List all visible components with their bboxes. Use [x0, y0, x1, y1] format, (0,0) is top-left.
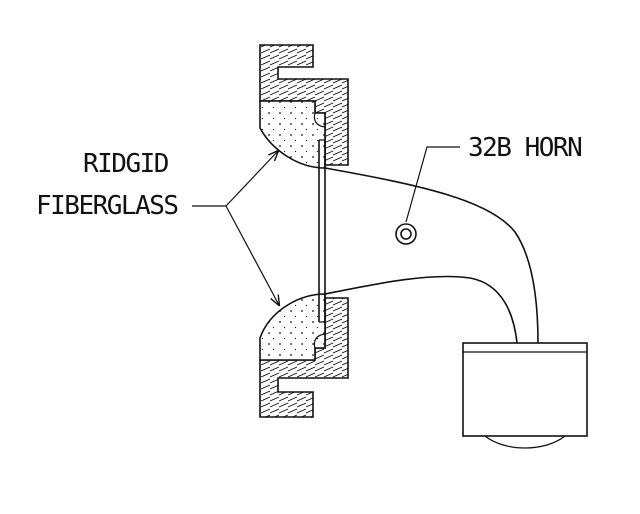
- driver-bottom-arc: [484, 435, 566, 449]
- upper-cushion-corner-arc: [313, 112, 326, 128]
- label-ridgid: RIDGID: [83, 149, 169, 179]
- fiberglass-arrow-lower: [225, 205, 279, 305]
- driver-box: [462, 342, 588, 437]
- horn-lower-flare: [324, 275, 518, 344]
- upper-fiberglass-cushion: [259, 100, 326, 169]
- horn-mount-inner-circle: [400, 228, 412, 240]
- horn-mount-outer-circle: [395, 223, 417, 245]
- label-32b-horn: 32B HORN: [468, 133, 581, 163]
- label-fiberglass: FIBERGLASS: [36, 191, 178, 221]
- lower-cushion-corner-arc: [313, 333, 326, 349]
- horn-leader-line: [405, 146, 460, 223]
- horn-upper-flare: [324, 167, 539, 344]
- fiberglass-arrow-upper: [225, 151, 278, 207]
- lower-fiberglass-cushion: [259, 293, 326, 361]
